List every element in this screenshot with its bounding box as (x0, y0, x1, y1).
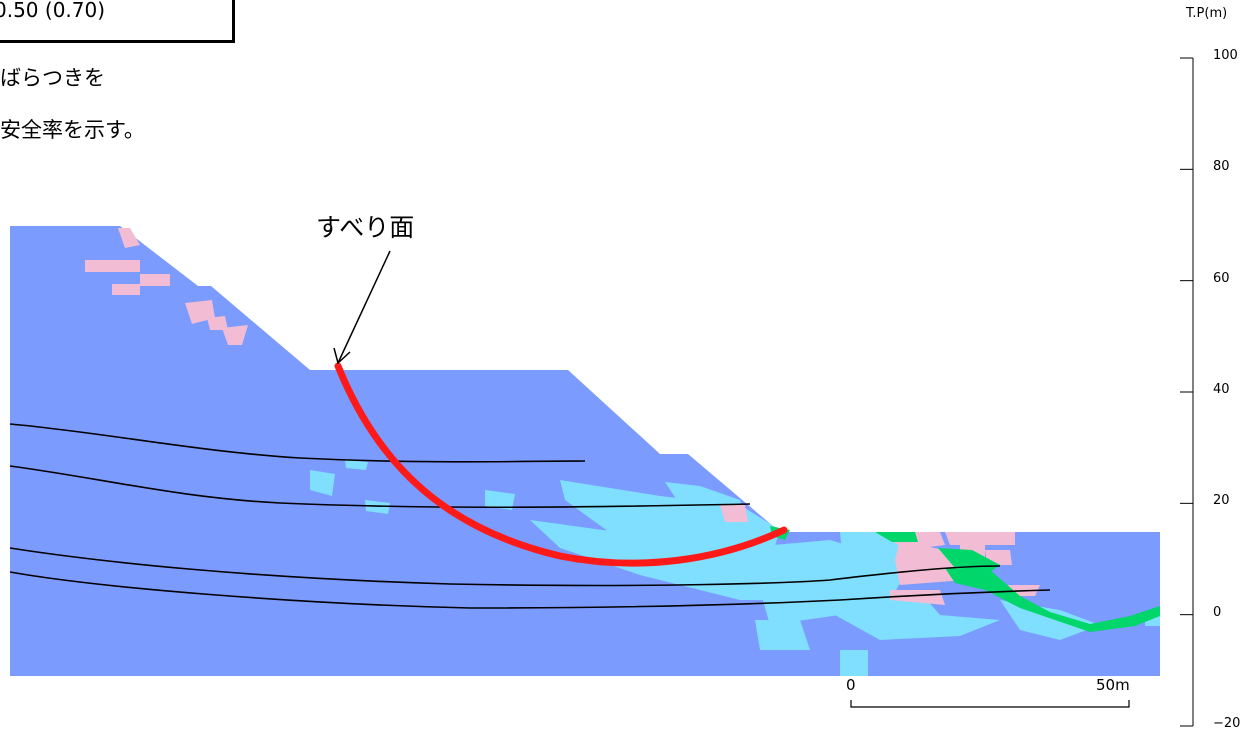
cyan-zone (485, 490, 515, 510)
slip-surface-leader-line (337, 250, 391, 364)
pink-zone (112, 284, 140, 295)
pink-zone (118, 228, 140, 248)
safety-factor-value: 0.50 (0.70) (0, 0, 106, 22)
slip-surface-arrow-icon (333, 347, 351, 365)
elevation-tick-label: 0 (1213, 604, 1222, 620)
scale-bar-end-label: 50m (1096, 676, 1130, 694)
cyan-zone (1000, 600, 1100, 640)
cyan-zone (840, 532, 905, 600)
note-line-1: ばらつきを (0, 66, 105, 90)
legend-box: 0.50 (0.70) (0, 0, 235, 43)
layer-boundary-line (9, 571, 1051, 609)
layer-boundary-line (9, 465, 751, 509)
green-zone (945, 568, 1160, 632)
elevation-tick-label: 80 (1213, 159, 1230, 175)
cyan-zone (840, 650, 868, 676)
elevation-tick-label: 20 (1213, 493, 1230, 509)
cyan-zone (830, 585, 1000, 640)
elevation-tick-label: 100 (1213, 48, 1238, 63)
slip-surface-label: すべり面 (316, 213, 415, 242)
pink-zone (720, 505, 748, 522)
ground-section (10, 226, 1160, 676)
cyan-zone (345, 460, 368, 470)
layer-boundary-line (9, 547, 1001, 587)
scale-bar-start-label: 0 (846, 676, 856, 694)
layer-boundary-line (9, 423, 586, 463)
cyan-zone (560, 480, 780, 562)
cyan-zone (755, 620, 810, 650)
pink-zone (222, 325, 248, 345)
scale-bar (850, 700, 1130, 708)
note-line-2: 安全率を示す。 (0, 118, 145, 142)
pink-zone (140, 274, 170, 286)
cyan-zone (365, 500, 390, 514)
elevation-axis-unit: T.P(m) (1186, 6, 1228, 21)
slip-surface-arc (334, 362, 788, 567)
pink-zone (945, 532, 1015, 545)
pink-zone (207, 316, 228, 330)
pink-zone (890, 590, 945, 605)
elevation-tick-label: 60 (1213, 270, 1230, 286)
pink-zone (85, 260, 140, 272)
elevation-tick-label: −20 (1213, 716, 1241, 731)
cyan-zone (310, 470, 335, 496)
layer-boundaries (9, 423, 1051, 609)
elevation-axis-ticks (1180, 57, 1193, 727)
green-zone (875, 532, 918, 542)
elevation-tick-label: 40 (1213, 382, 1230, 397)
